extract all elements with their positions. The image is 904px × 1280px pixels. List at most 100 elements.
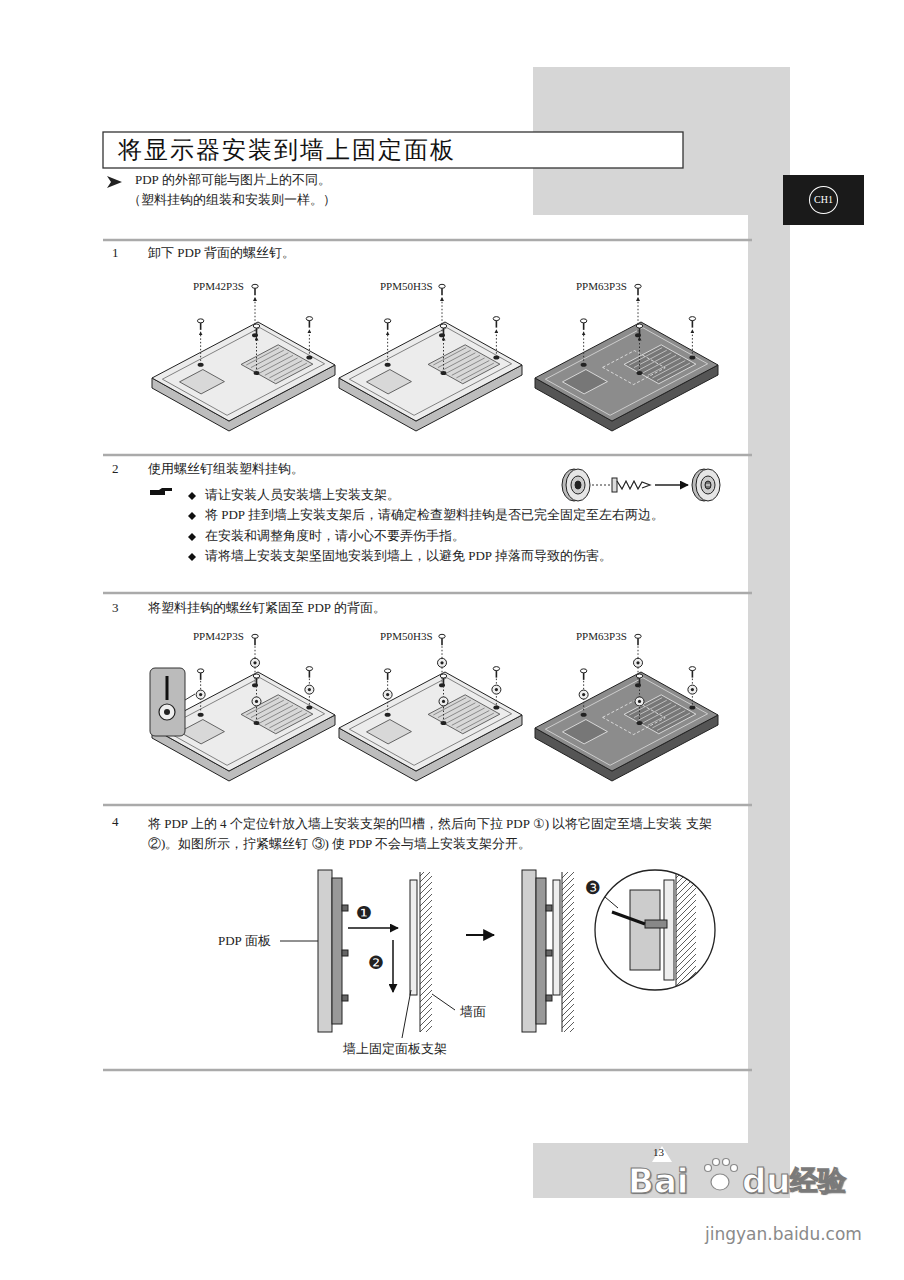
screw-shaft <box>441 288 443 295</box>
note-text: （塑料挂钩的组装和安装则一样。） <box>128 192 336 208</box>
plastic-hook <box>251 658 260 667</box>
arrow-bullet <box>107 176 122 188</box>
dotted-guide <box>583 332 584 361</box>
screw-hole <box>689 356 695 360</box>
vent-slot <box>265 708 298 725</box>
vent-slot <box>452 358 485 375</box>
screw-head <box>439 284 445 288</box>
hook-center <box>705 481 711 489</box>
screw-shaft <box>254 288 256 295</box>
vent-area <box>367 370 412 394</box>
detail-ground <box>595 870 715 990</box>
pdp-back <box>536 878 546 1024</box>
plastic-hook <box>383 690 392 699</box>
vent-slot <box>456 361 489 378</box>
pdp-back <box>630 890 660 970</box>
screw-hole <box>689 706 695 710</box>
locating-pin <box>546 905 552 911</box>
vent-slot <box>274 363 307 380</box>
locating-pin <box>546 950 552 956</box>
rear-panel <box>339 634 522 781</box>
pull-down-arrow <box>392 940 394 992</box>
rear-panel <box>152 284 335 431</box>
vent-area <box>624 695 696 734</box>
vent-area <box>428 345 500 384</box>
vent-slot <box>443 353 476 370</box>
screw-shaft <box>441 638 443 645</box>
screw-shaft <box>639 678 641 685</box>
plastic-hook <box>196 690 205 699</box>
plastic-hook <box>305 685 314 694</box>
vent-area <box>241 695 313 734</box>
vent-slot <box>256 703 289 720</box>
screw-hole <box>306 706 312 710</box>
vent-area <box>367 720 412 744</box>
pdp-side <box>522 870 536 1032</box>
screw-head <box>635 634 641 638</box>
screw-hole <box>493 356 499 360</box>
vent-slot <box>461 363 494 380</box>
screw-shaft <box>200 673 202 680</box>
leader-line <box>432 994 455 1010</box>
inset-hook-hole <box>164 709 170 715</box>
step-number: 4 <box>112 814 119 830</box>
rail-frame <box>603 351 666 385</box>
panel-frame <box>162 328 324 416</box>
vent-slot <box>634 700 667 717</box>
hook-ring <box>571 476 585 494</box>
screw-shaft <box>254 638 256 645</box>
screwdriver <box>612 912 645 924</box>
step-number: 2 <box>112 461 119 477</box>
bullet-diamond <box>188 512 196 520</box>
screw-head <box>440 324 446 328</box>
vent-area <box>563 720 608 744</box>
screw-hole <box>581 363 587 367</box>
vent-slot <box>251 350 284 367</box>
screw-shaft <box>256 328 258 335</box>
pdp-back <box>332 878 342 1024</box>
vent-slot <box>256 353 289 370</box>
screw-shaft <box>309 321 311 328</box>
screw-shaft <box>583 323 585 330</box>
vent-slot <box>246 348 279 365</box>
dotted-guide <box>692 330 693 354</box>
dotted-guide <box>592 485 612 486</box>
next-arrow <box>466 934 494 936</box>
panel-frame <box>349 678 511 766</box>
vent-slot <box>461 713 494 730</box>
screw-hole <box>493 706 499 710</box>
plastic-hook <box>492 685 501 694</box>
part-label: 墙上固定面板支架 <box>343 1041 447 1057</box>
plastic-hook-hole <box>199 693 202 696</box>
panel-back <box>339 322 522 421</box>
screw-head <box>580 319 586 323</box>
leader-line <box>402 990 411 1038</box>
panel-back <box>152 322 335 421</box>
screw-shaft <box>692 321 694 328</box>
model-name: PPM63P3S <box>576 630 627 644</box>
page-number: 13 <box>653 1146 664 1160</box>
screw-shaft <box>256 678 258 685</box>
plastic-hook-hole <box>638 700 641 703</box>
screw-shaft <box>496 321 498 328</box>
vent-slot <box>438 350 471 367</box>
screw-hole <box>306 356 312 360</box>
wall <box>420 872 432 1032</box>
page-mark <box>652 1146 672 1162</box>
screw-hole <box>637 371 643 375</box>
vent-area <box>428 695 500 734</box>
watermark-paw <box>723 1159 730 1166</box>
caution-text: 将 PDP 挂到墙上安装支架后，请确定检查塑料挂钩是否已完全固定至左右两边。 <box>205 507 664 523</box>
screw-shaft <box>443 678 445 685</box>
step-number: 1 <box>112 245 119 261</box>
section-rule <box>103 454 752 457</box>
model-name: PPM63P3S <box>576 280 627 294</box>
inset-box <box>150 668 185 736</box>
screw-shaft <box>443 328 445 335</box>
plastic-hook-hole <box>636 661 639 664</box>
watermark: du <box>742 1160 791 1203</box>
vent-slot <box>260 355 293 372</box>
hook-face <box>696 469 720 501</box>
plastic-hook-hole <box>308 688 311 691</box>
screw-head <box>612 478 617 492</box>
